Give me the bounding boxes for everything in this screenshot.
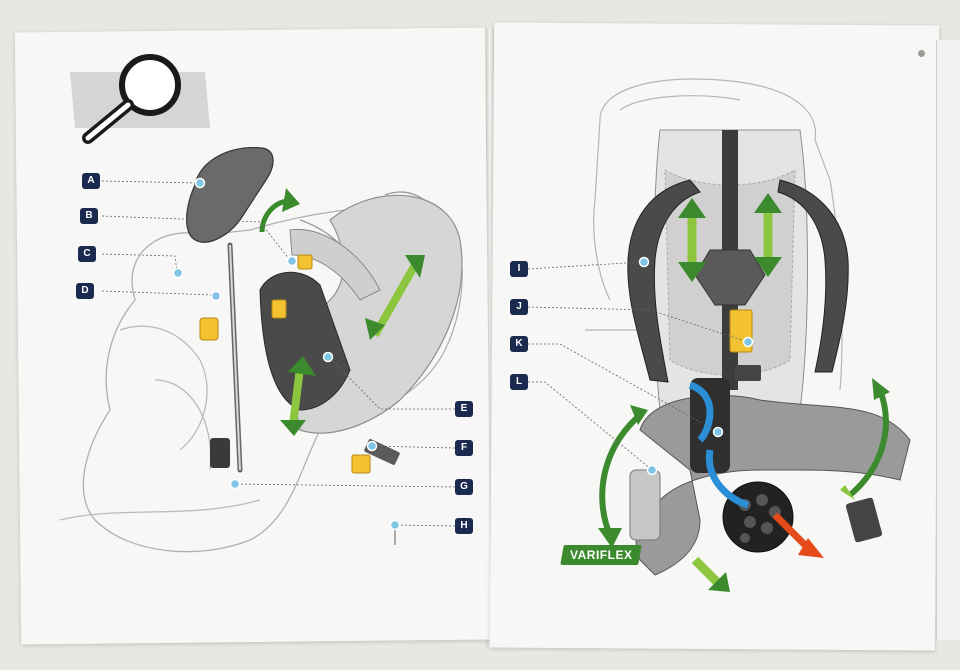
foam-cross-section (722, 481, 794, 553)
label-d: D (76, 283, 94, 299)
yellow-buckle-f (351, 454, 371, 474)
label-g: G (455, 479, 473, 495)
next-page-edge (936, 40, 960, 640)
label-c: C (78, 246, 96, 262)
hip-fin-left (629, 469, 661, 541)
magnifier-icon (70, 54, 210, 144)
hip-buckle (210, 438, 230, 468)
label-e: E (455, 401, 473, 417)
variflex-badge-text: VARIFLEX (570, 548, 633, 562)
punch-hole (918, 50, 925, 57)
shoulder-strap-right (777, 179, 849, 373)
adjust-arrows-left (259, 188, 425, 436)
air-arrow-2 (705, 449, 750, 509)
foam-cells (739, 494, 781, 543)
yellow-buckle-d (199, 317, 219, 341)
label-k: K (510, 336, 528, 352)
book-spine (486, 28, 494, 648)
label-b: B (80, 208, 98, 224)
leader-lines-right (527, 261, 749, 471)
leader-lines-left (101, 180, 456, 527)
label-j: J (510, 299, 528, 315)
yellow-buckle-top (297, 254, 313, 270)
yellow-buckle-b (271, 299, 287, 319)
label-a: A (82, 173, 100, 189)
sun-roof-headrest (186, 147, 274, 243)
callout-dots-left (172, 177, 401, 531)
label-i: I (510, 261, 528, 277)
heat-arrowhead (798, 538, 824, 558)
air-arrow-1 (688, 381, 714, 443)
label-f: F (455, 440, 473, 456)
label-l: L (510, 374, 528, 390)
callout-dots-right (638, 256, 754, 476)
shoulder-strap-left (627, 179, 701, 383)
hip-buckle-right (845, 497, 883, 543)
label-h: H (455, 518, 473, 534)
sternum-buckle (735, 365, 761, 381)
variflex-badge: VARIFLEX (560, 545, 643, 565)
adjust-arrows-right (598, 193, 890, 592)
